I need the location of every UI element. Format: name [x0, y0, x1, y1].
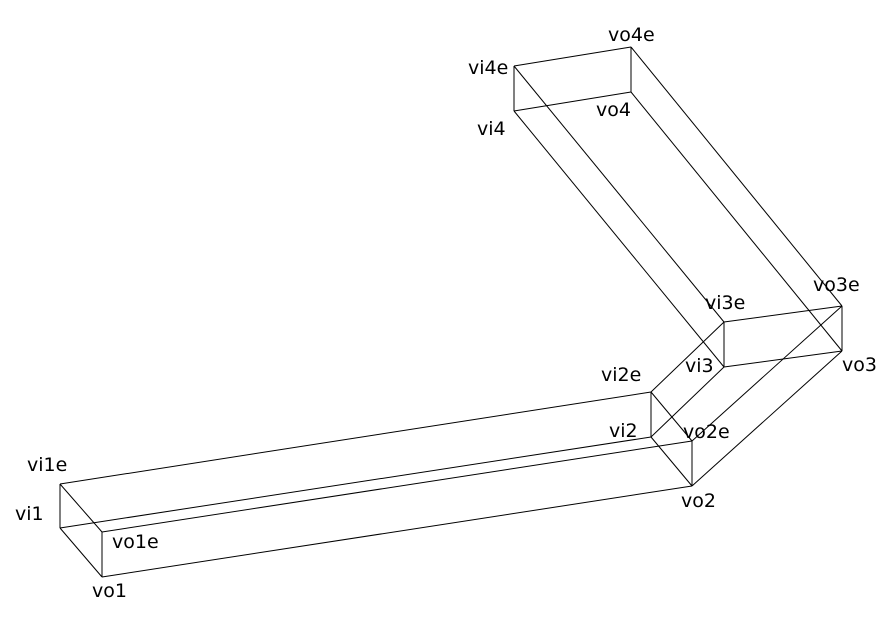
label-vi2e: vi2e: [601, 364, 641, 386]
label-vo2e: vo2e: [683, 421, 730, 443]
label-vi3: vi3: [685, 355, 714, 377]
label-vo1e: vo1e: [112, 531, 159, 553]
edge-vi1-vo1: [59, 527, 103, 578]
edge-vi3e-vi4e: [513, 65, 725, 323]
edge-group: [59, 46, 843, 578]
edge-vo3e-vo4e: [630, 46, 843, 307]
label-vo4e: vo4e: [608, 24, 655, 46]
label-vo3: vo3: [842, 354, 877, 376]
edge-vi1e-vi2e: [59, 391, 652, 485]
label-vo2: vo2: [681, 490, 716, 512]
label-vi4: vi4: [477, 118, 506, 140]
edge-vo3-vo4: [630, 91, 843, 352]
edge-vi3-vi4: [513, 110, 725, 368]
edge-vo1-vo2: [101, 485, 693, 578]
edge-vi2-vi3: [650, 366, 725, 438]
label-vi3e: vi3e: [705, 292, 745, 314]
label-vi4e: vi4e: [468, 57, 508, 79]
edge-vi1e-vo1e: [59, 483, 103, 533]
edge-vi2-vo2: [650, 436, 693, 487]
edge-vi4-vo4: [513, 91, 632, 112]
label-vi1e: vi1e: [27, 454, 67, 476]
edge-vi1-vi2: [59, 436, 652, 529]
label-vi1: vi1: [15, 503, 44, 525]
edge-vo1e-vo2e: [101, 440, 693, 533]
edge-vi2e-vi3e: [650, 321, 725, 393]
label-vi2: vi2: [609, 420, 638, 442]
edge-vi4e-vo4e: [513, 46, 632, 67]
edge-vi2e-vo2e: [650, 391, 693, 442]
edge-vi3e-vo3e: [723, 305, 843, 323]
edge-vo2-vo3: [691, 350, 843, 487]
label-vo3e: vo3e: [813, 274, 860, 296]
edge-vo2e-vo3e: [691, 305, 843, 442]
label-group: vi1e vi1 vo1e vo1 vi2e vi2 vo2e vo2 vi3e…: [15, 24, 877, 602]
label-vo1: vo1: [92, 580, 127, 602]
label-vo4: vo4: [596, 99, 631, 121]
